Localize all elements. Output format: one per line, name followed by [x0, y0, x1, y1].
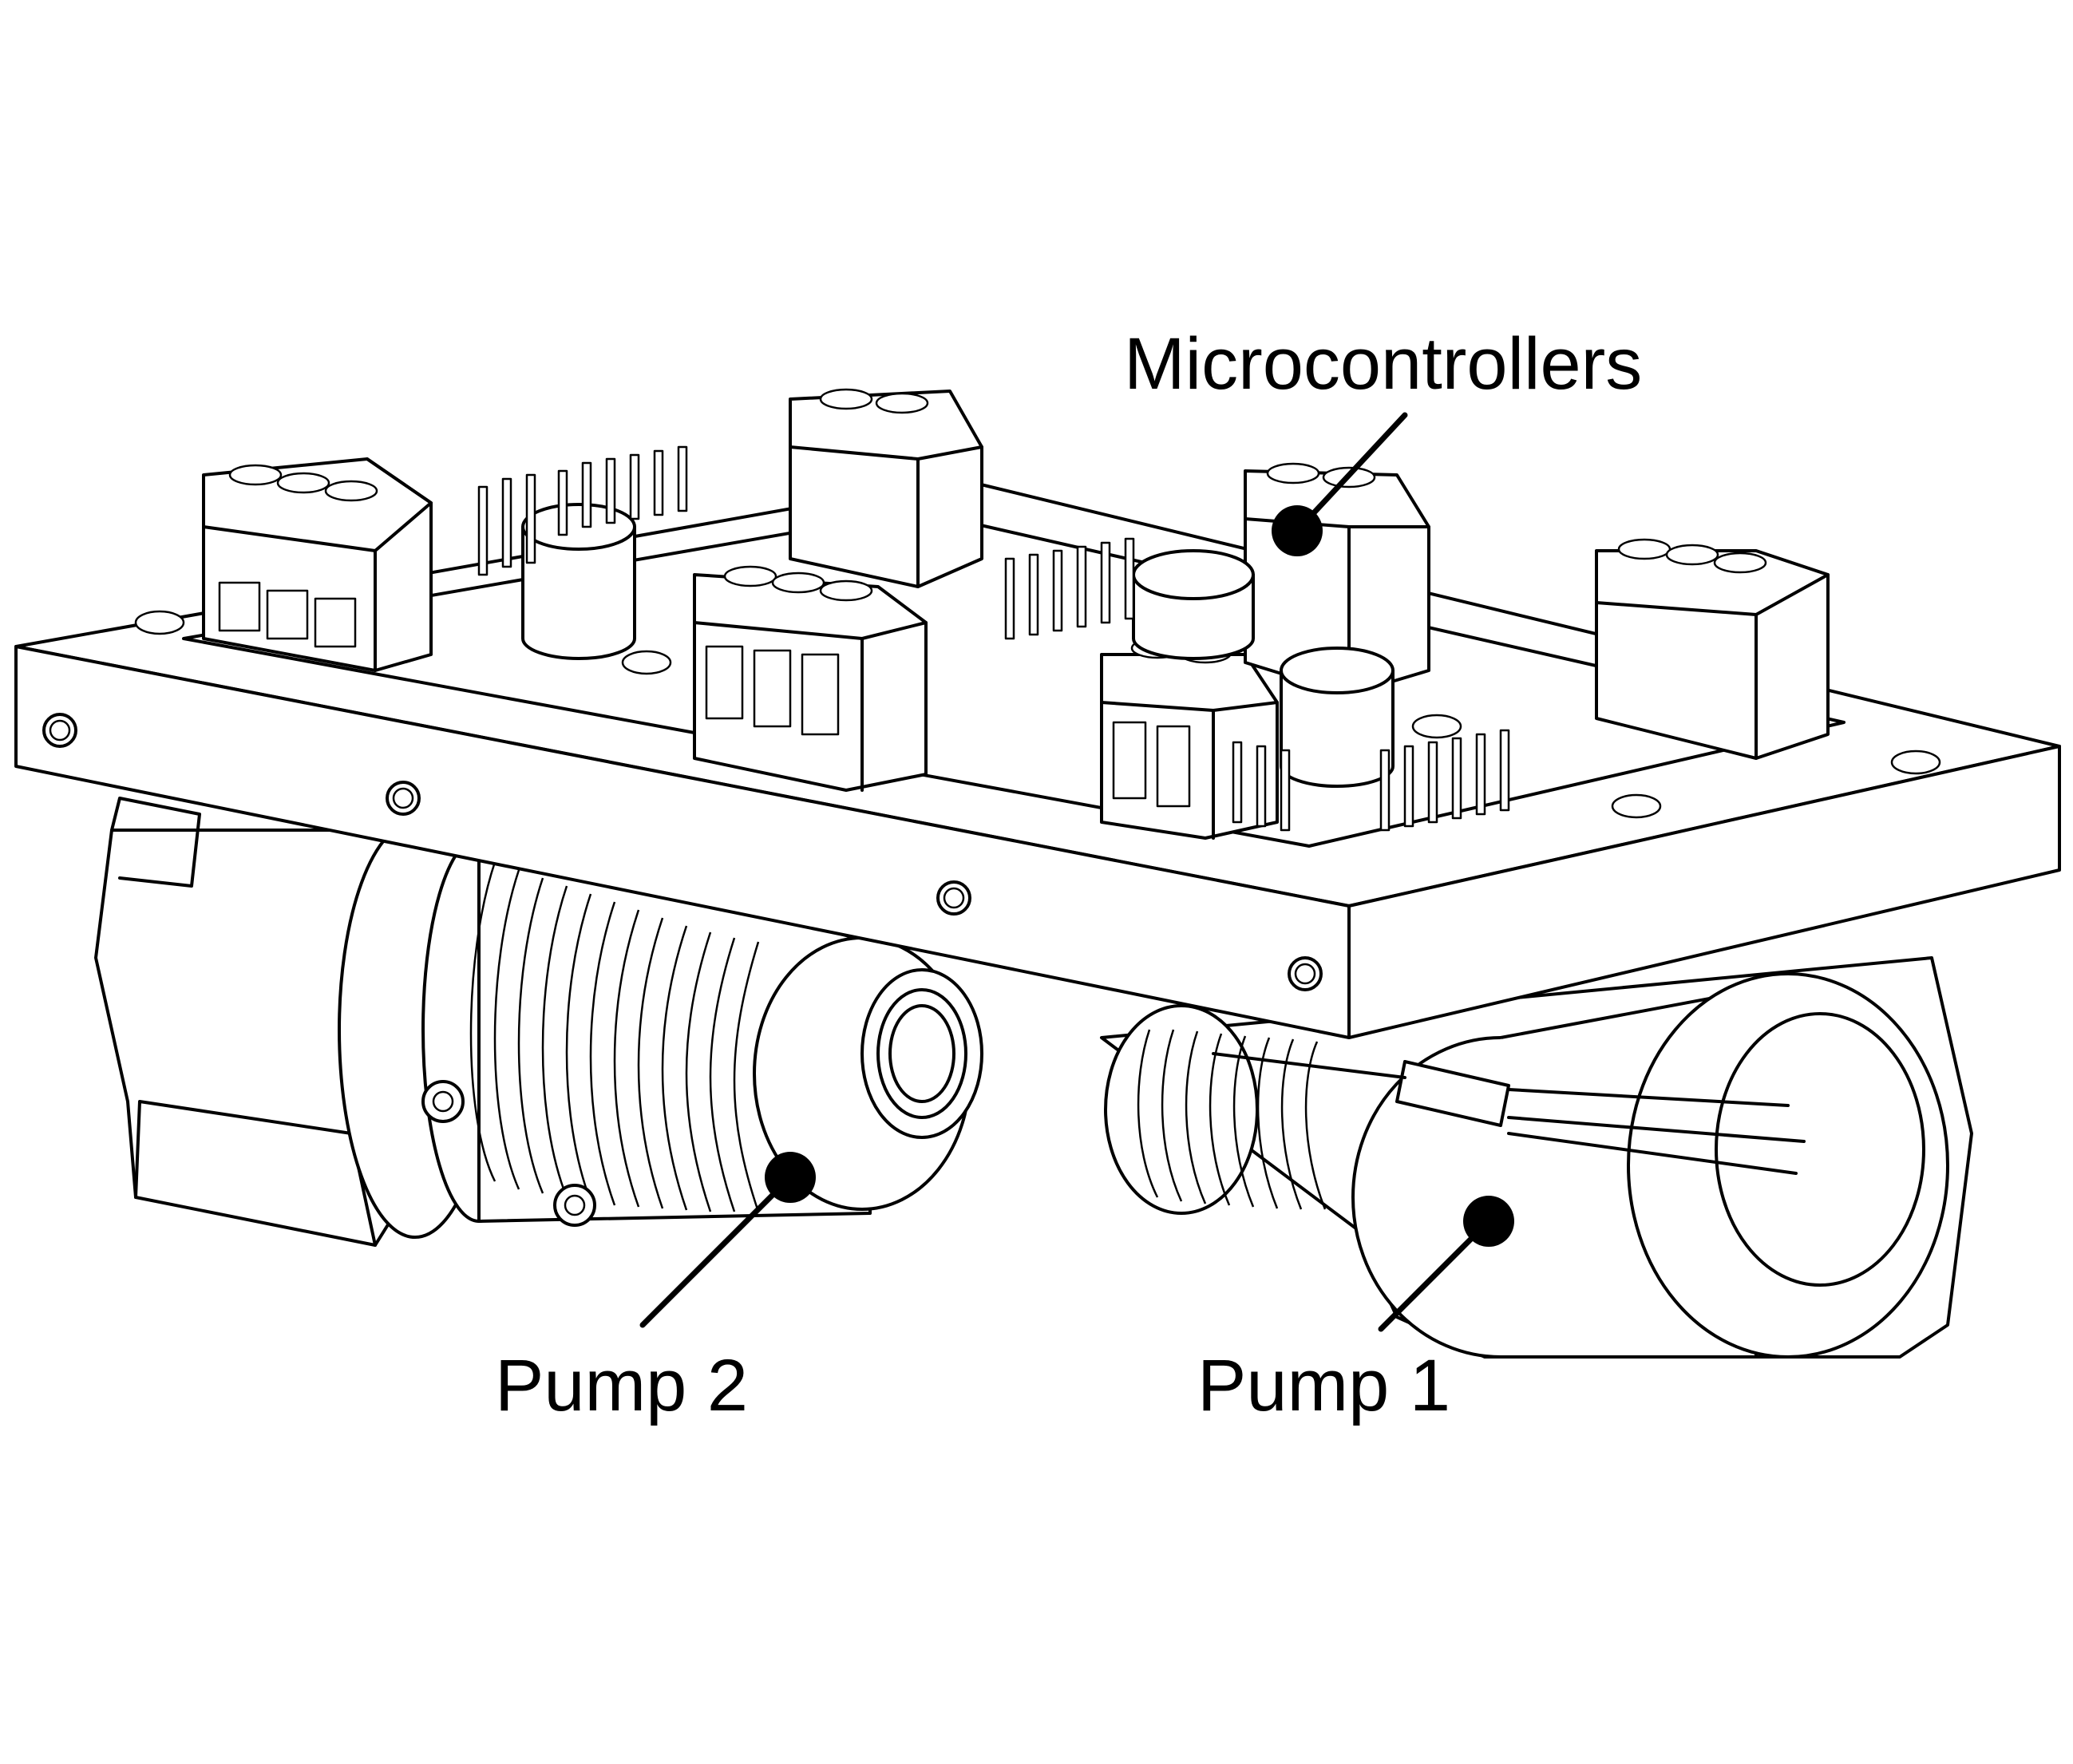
pump-1-label: Pump 1 — [1197, 1345, 1451, 1426]
threaded-holes — [42, 713, 1323, 991]
capacitors — [521, 503, 1395, 788]
leader-dot-pump2 — [765, 1152, 816, 1203]
leaders — [639, 412, 1514, 1332]
pump-1-body — [1100, 956, 1973, 1359]
leader-dot-pump1 — [1463, 1196, 1514, 1247]
leader-dot-microcontrollers — [1272, 505, 1323, 556]
pump-2-label: Pump 2 — [495, 1345, 749, 1426]
microcontrollers-label: Microcontrollers — [1124, 323, 1643, 405]
header-pins — [477, 445, 1510, 832]
